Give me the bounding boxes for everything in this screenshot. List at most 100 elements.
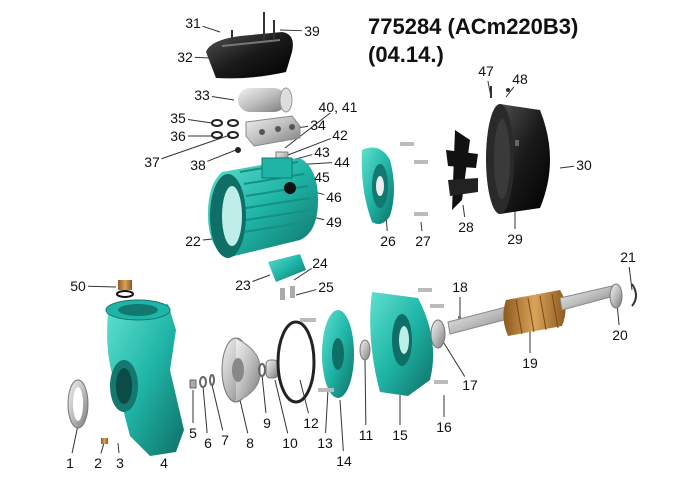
leader-line-14 xyxy=(339,399,344,452)
part-label-23: 23 xyxy=(235,277,251,293)
part-pump-cover-14 xyxy=(322,310,354,398)
part-label-21: 21 xyxy=(620,249,636,265)
part-o-ring-12 xyxy=(276,320,316,404)
part-small-nuts xyxy=(189,374,215,389)
part-label-9: 9 xyxy=(263,415,271,431)
leader-line-30 xyxy=(559,165,575,169)
leader-line-31 xyxy=(202,25,221,33)
leader-line-9 xyxy=(261,374,267,414)
part-label-40_41: 40, 41 xyxy=(319,99,358,115)
part-label-42: 42 xyxy=(332,127,348,143)
leader-line-28 xyxy=(462,204,466,218)
part-screw-48 xyxy=(506,88,510,92)
part-label-3: 3 xyxy=(116,455,124,471)
part-label-22: 22 xyxy=(185,233,201,249)
leader-line-10 xyxy=(274,379,289,434)
part-label-34: 34 xyxy=(310,117,326,133)
part-motor-foot xyxy=(268,254,306,300)
part-label-16: 16 xyxy=(436,419,452,435)
part-label-32: 32 xyxy=(177,49,193,65)
part-mechanical-seal xyxy=(258,359,279,379)
part-ring-1-hole xyxy=(73,387,83,421)
part-plug-50 xyxy=(116,280,134,298)
part-washers xyxy=(211,119,239,139)
leader-line-25 xyxy=(295,289,317,296)
part-label-28: 28 xyxy=(458,219,474,235)
part-label-25: 25 xyxy=(318,279,334,295)
part-label-18: 18 xyxy=(452,279,468,295)
part-label-45: 45 xyxy=(314,169,330,185)
leader-line-27 xyxy=(420,221,423,232)
part-label-44: 44 xyxy=(334,154,350,170)
part-label-20: 20 xyxy=(612,327,628,343)
part-label-47: 47 xyxy=(478,63,494,79)
part-terminal-cover xyxy=(206,12,293,79)
part-circlip-21 xyxy=(631,283,637,307)
part-end-cover xyxy=(361,147,394,224)
part-label-27: 27 xyxy=(415,233,431,249)
part-label-13: 13 xyxy=(317,435,333,451)
part-label-36: 36 xyxy=(170,128,186,144)
leader-line-37 xyxy=(161,134,231,160)
part-label-1: 1 xyxy=(66,455,74,471)
leader-line-23 xyxy=(252,274,271,282)
leader-line-11 xyxy=(364,359,367,426)
leader-line-13 xyxy=(325,389,329,434)
part-motor-housing xyxy=(208,157,318,258)
part-drain-plug-2 xyxy=(101,438,108,444)
part-rotor-19 xyxy=(447,285,615,336)
leader-line-1 xyxy=(71,424,79,454)
leader-line-6 xyxy=(202,385,208,434)
part-pump-body xyxy=(105,299,184,456)
part-label-24: 24 xyxy=(312,255,328,271)
part-label-43: 43 xyxy=(314,144,330,160)
part-terminal-block xyxy=(245,115,301,147)
leader-line-50 xyxy=(87,285,117,288)
part-bearing-17 xyxy=(430,319,446,349)
leader-line-38 xyxy=(207,149,237,162)
part-label-30: 30 xyxy=(576,157,592,173)
part-fan-cover xyxy=(486,104,550,214)
part-label-4: 4 xyxy=(160,455,168,471)
leader-line-8 xyxy=(239,399,249,434)
leader-line-24 xyxy=(293,268,312,281)
diagram-model-title: 775284 (ACm220B3) xyxy=(368,14,579,39)
part-screw-38 xyxy=(235,147,241,153)
part-label-48: 48 xyxy=(512,71,528,87)
part-label-17: 17 xyxy=(462,377,478,393)
part-bearing-20 xyxy=(609,283,623,309)
part-label-14: 14 xyxy=(336,453,352,469)
leader-line-2 xyxy=(100,442,105,454)
part-label-26: 26 xyxy=(380,233,396,249)
part-label-12: 12 xyxy=(303,415,319,431)
part-label-37: 37 xyxy=(144,154,160,170)
leader-line-7 xyxy=(211,384,224,431)
leader-line-39 xyxy=(279,29,303,32)
leader-line-17 xyxy=(441,339,466,377)
part-seal-11 xyxy=(359,339,371,361)
part-label-39: 39 xyxy=(304,23,320,39)
part-label-10: 10 xyxy=(282,435,298,451)
leader-line-33 xyxy=(211,96,235,101)
part-bolts-13 xyxy=(300,318,334,392)
part-label-6: 6 xyxy=(204,435,212,451)
part-impeller xyxy=(221,337,261,403)
part-label-50: 50 xyxy=(70,278,86,294)
part-capacitor xyxy=(238,87,293,113)
part-bolts-27 xyxy=(400,142,428,216)
diagram-date: (04.14.) xyxy=(368,42,444,67)
part-label-2: 2 xyxy=(94,455,102,471)
part-bracket-15 xyxy=(370,292,434,396)
part-label-5: 5 xyxy=(189,425,197,441)
part-label-49: 49 xyxy=(326,214,342,230)
leader-line-35 xyxy=(187,118,213,124)
leader-line-42 xyxy=(287,138,331,156)
part-label-7: 7 xyxy=(221,432,229,448)
part-label-46: 46 xyxy=(326,189,342,205)
part-label-11: 11 xyxy=(359,427,374,443)
part-label-38: 38 xyxy=(190,157,206,173)
part-fan xyxy=(446,130,478,210)
part-label-35: 35 xyxy=(170,110,186,126)
